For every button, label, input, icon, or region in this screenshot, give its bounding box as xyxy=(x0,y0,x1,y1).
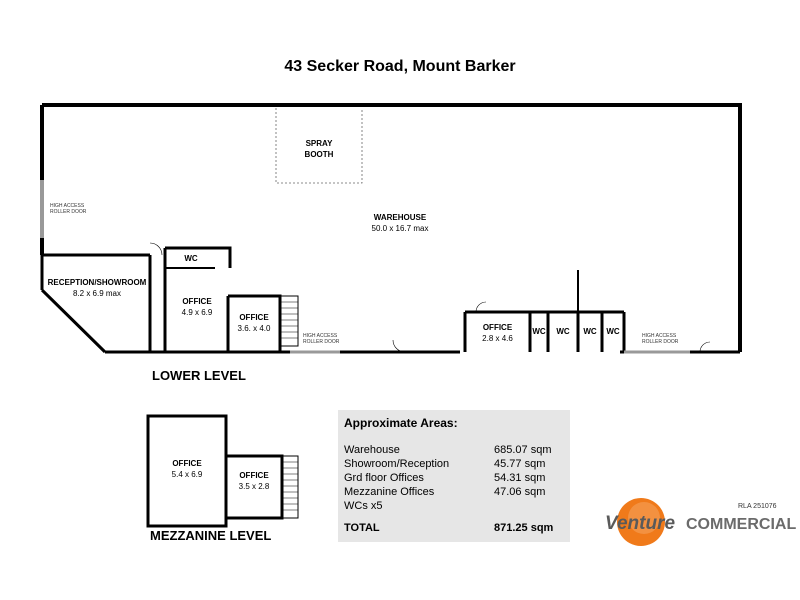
areas-heading: Approximate Areas: xyxy=(344,416,458,430)
area-value: 45.77 sqm xyxy=(494,458,546,470)
area-value: 54.31 sqm xyxy=(494,472,546,484)
reception-size: 8.2 x 6.9 max xyxy=(72,289,122,298)
logo-word-commercial: COMMERCIAL xyxy=(686,516,797,533)
wc-label-1: WC xyxy=(184,254,198,263)
total-name: TOTAL xyxy=(344,522,380,534)
area-row: Mezzanine Offices 47.06 sqm xyxy=(344,486,556,498)
wc-label-5: WC xyxy=(606,327,620,336)
area-value: 685.07 sqm xyxy=(494,444,552,456)
page-title: 43 Secker Road, Mount Barker xyxy=(284,58,516,75)
office1-name: OFFICE xyxy=(182,297,212,306)
warehouse-size: 50.0 x 16.7 max xyxy=(371,224,429,233)
area-total-row: TOTAL 871.25 sqm xyxy=(344,522,556,534)
area-name: Showroom/Reception xyxy=(344,458,450,470)
logo-word-venture: Venture xyxy=(605,513,676,534)
office2-size: 3.6. x 4.0 xyxy=(237,324,271,333)
area-row: Warehouse 685.07 sqm xyxy=(344,444,556,456)
area-value: 47.06 sqm xyxy=(494,486,546,498)
areas-panel: Approximate Areas: Warehouse 685.07 sqm S… xyxy=(338,410,570,542)
spray-booth-label: SPRAY BOOTH xyxy=(304,139,334,159)
office2-name: OFFICE xyxy=(239,313,269,322)
mezz-office-b-size: 3.5 x 2.8 xyxy=(238,482,270,491)
reception-name: RECEPTION/SHOWROOM xyxy=(47,278,147,287)
roller-door-left-label: HIGH ACCESS ROLLER DOOR xyxy=(50,203,87,215)
roller-door-mid-label: HIGH ACCESS ROLLER DOOR xyxy=(303,333,340,345)
office3-size: 2.8 x 4.6 xyxy=(482,334,513,343)
wc-label-4: WC xyxy=(583,327,597,336)
area-row: Grd floor Offices 54.31 sqm xyxy=(344,472,556,484)
area-name: WCs x5 xyxy=(344,500,383,512)
area-name: Mezzanine Offices xyxy=(344,486,435,498)
rla-number: RLA 251076 xyxy=(738,503,777,510)
wc-label-2: WC xyxy=(532,327,546,336)
area-name: Warehouse xyxy=(344,444,400,456)
warehouse-name: WAREHOUSE xyxy=(373,213,427,222)
mezz-office-a-size: 5.4 x 6.9 xyxy=(171,470,203,479)
mezzanine-level-label: MEZZANINE LEVEL xyxy=(150,528,272,543)
office3-name: OFFICE xyxy=(482,323,513,332)
area-row: WCs x5 xyxy=(344,500,556,512)
venture-logo xyxy=(617,498,665,546)
mezz-office-b-name: OFFICE xyxy=(239,471,269,480)
area-row: Showroom/Reception 45.77 sqm xyxy=(344,458,556,470)
lower-level-label: LOWER LEVEL xyxy=(152,368,246,383)
roller-door-right-label: HIGH ACCESS ROLLER DOOR xyxy=(642,333,679,345)
mezz-office-a-name: OFFICE xyxy=(172,459,202,468)
office1-size: 4.9 x 6.9 xyxy=(181,308,213,317)
total-value: 871.25 sqm xyxy=(494,522,554,534)
wc-label-3: WC xyxy=(556,327,570,336)
area-name: Grd floor Offices xyxy=(344,472,424,484)
